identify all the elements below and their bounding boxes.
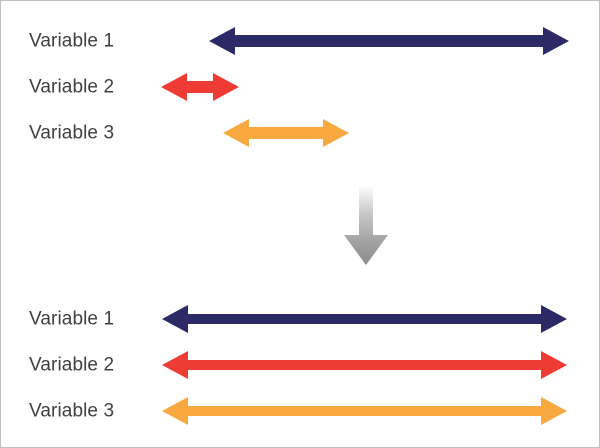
double-headed-arrow-icon: [209, 24, 569, 58]
before-row-variable-1: Variable 1: [1, 18, 599, 64]
double-headed-arrow-icon: [162, 348, 567, 382]
before-row-variable-2: Variable 2: [1, 64, 599, 110]
row-label: Variable 3: [29, 122, 115, 144]
double-headed-arrow-icon: [223, 116, 349, 150]
row-label: Variable 1: [29, 308, 115, 330]
after-row-variable-1: Variable 1: [1, 296, 599, 342]
double-headed-arrow-icon: [161, 70, 239, 104]
before-panel: Variable 1 Variable 2 Variable 3: [1, 1, 599, 176]
row-label: Variable 3: [29, 400, 115, 422]
row-label: Variable 2: [29, 354, 115, 376]
double-headed-arrow-icon: [162, 302, 567, 336]
after-panel: Variable 1 Variable 2 Variable 3: [1, 289, 599, 447]
row-label: Variable 2: [29, 76, 115, 98]
double-headed-arrow-icon: [162, 394, 567, 428]
after-row-variable-3: Variable 3: [1, 388, 599, 434]
down-arrow-icon: [344, 185, 388, 265]
before-row-variable-3: Variable 3: [1, 110, 599, 156]
row-label: Variable 1: [29, 30, 115, 52]
after-row-variable-2: Variable 2: [1, 342, 599, 388]
